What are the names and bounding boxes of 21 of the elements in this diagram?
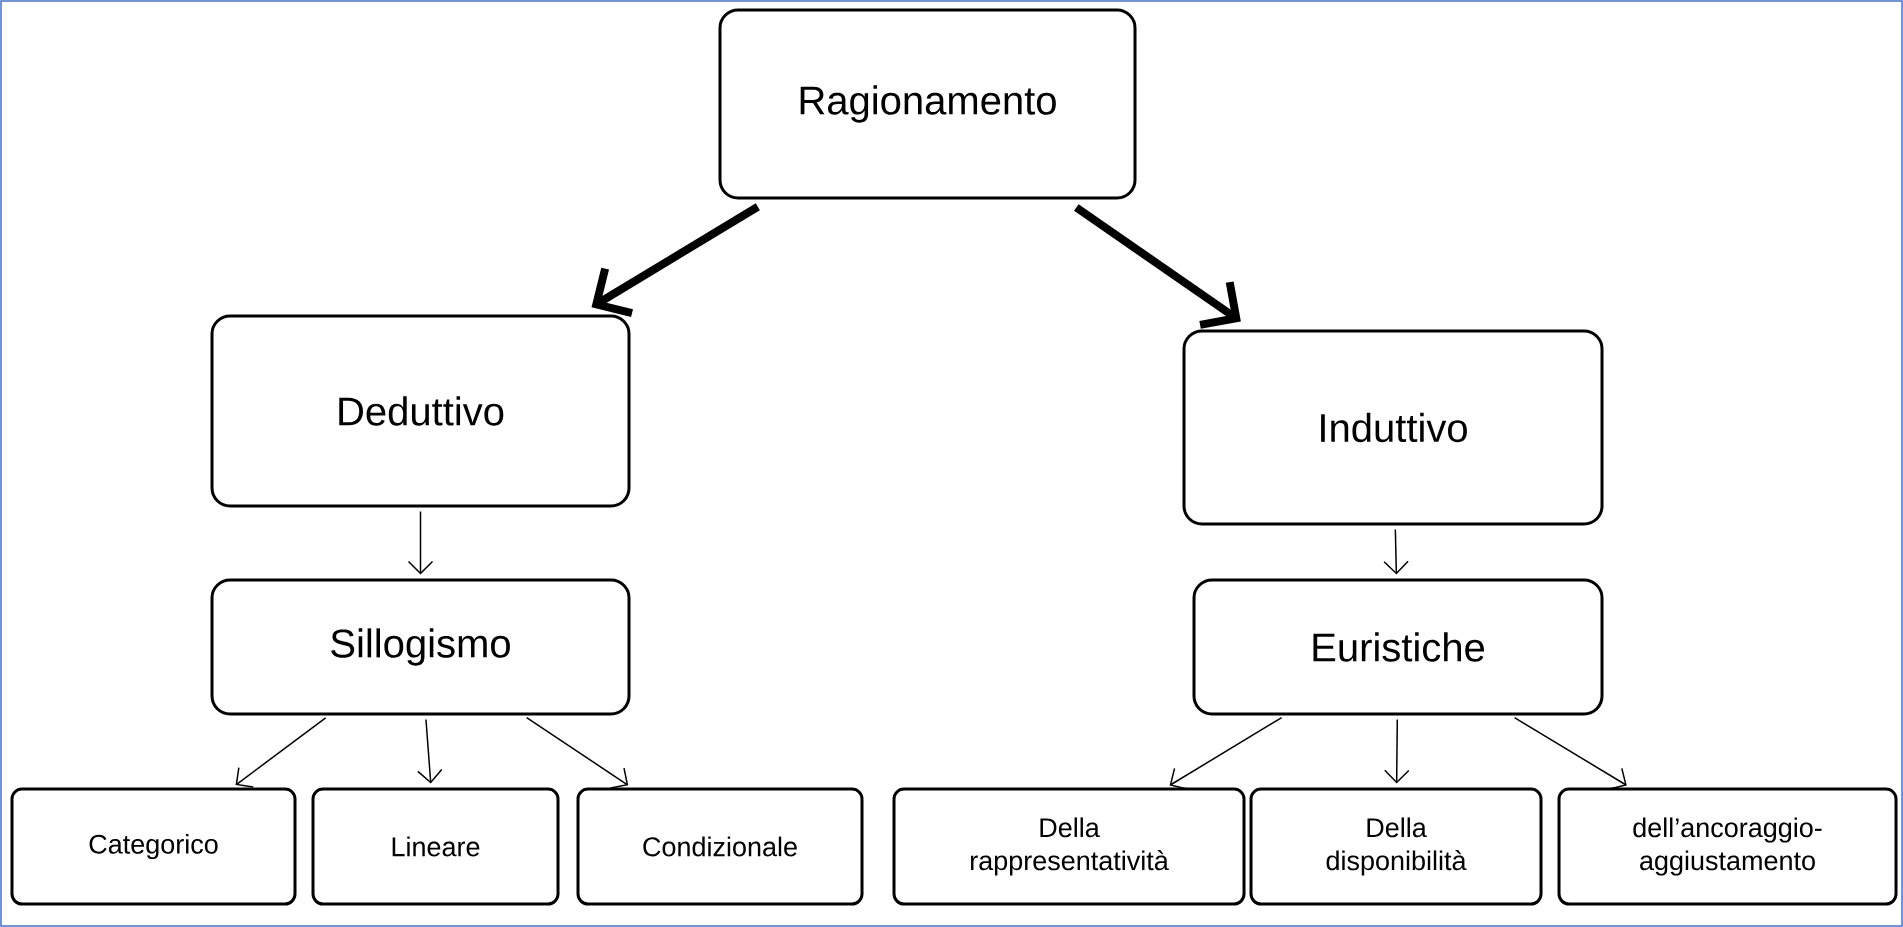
concept-box: Della disponibilità — [1249, 787, 1543, 906]
concept-box: Della rappresentatività — [892, 787, 1246, 906]
arrow — [1383, 528, 1409, 575]
arrow — [1513, 716, 1627, 790]
concept-box: dell’ancoraggio-aggiustamento — [1557, 787, 1898, 906]
concept-box: Deduttivo — [210, 314, 631, 508]
concept-box: Induttivo — [1182, 329, 1604, 526]
concept-box: Categorico — [10, 787, 297, 906]
arrow — [235, 717, 327, 788]
concept-box: Ragionamento — [718, 8, 1137, 200]
arrow — [591, 203, 760, 318]
concept-box: Condizionale — [576, 787, 864, 906]
concept-box: Sillogismo — [210, 578, 631, 716]
arrow — [1384, 718, 1410, 784]
arrow — [407, 510, 434, 575]
concept-box: Lineare — [311, 787, 560, 906]
concept-box: Euristiche — [1192, 578, 1604, 716]
arrow — [525, 717, 629, 789]
arrow — [417, 718, 443, 784]
arrow — [1169, 716, 1283, 790]
arrow — [1074, 204, 1241, 329]
